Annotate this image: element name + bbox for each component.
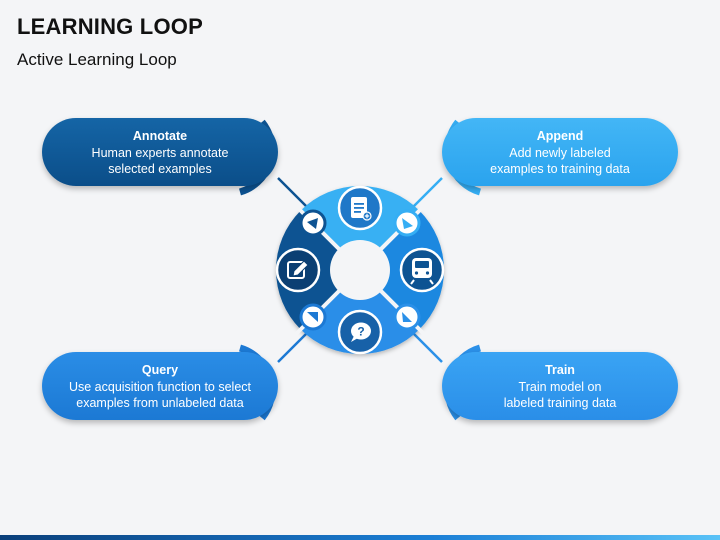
step-text-line: Use acquisition function to select [68, 379, 252, 394]
step-title: Train [545, 362, 575, 377]
pencil-edit-icon [275, 247, 321, 293]
step-text-line: Human experts annotate [91, 145, 229, 160]
page-title: LEARNING LOOP [17, 14, 203, 39]
page-subtitle: Active Learning Loop [17, 50, 177, 69]
svg-text:?: ? [357, 325, 364, 339]
document-plus-icon [337, 185, 383, 231]
step-title: Append [536, 128, 584, 143]
step-card-query: Query Use acquisition function to select… [42, 352, 278, 420]
step-text-line: selected examples [108, 161, 212, 176]
step-card-train: Train Train model on labeled training da… [442, 352, 678, 420]
corner-badges [299, 209, 421, 331]
step-text-line: labeled training data [503, 395, 617, 410]
step-text-line: Train model on [518, 379, 602, 394]
step-card-annotate: Annotate Human experts annotate selected… [42, 118, 278, 186]
question-bubble-icon: ? [337, 309, 383, 355]
step-title: Annotate [132, 128, 188, 143]
step-card-append: Append Add newly labeled examples to tra… [442, 118, 678, 186]
step-text-line: examples from unlabeled data [76, 395, 244, 410]
footer-bar [0, 535, 720, 540]
step-text-line: examples to training data [490, 161, 630, 176]
ring-center-hole [330, 240, 390, 300]
step-text-line: Add newly labeled [509, 145, 611, 160]
step-title: Query [141, 362, 179, 377]
train-icon [399, 247, 445, 293]
